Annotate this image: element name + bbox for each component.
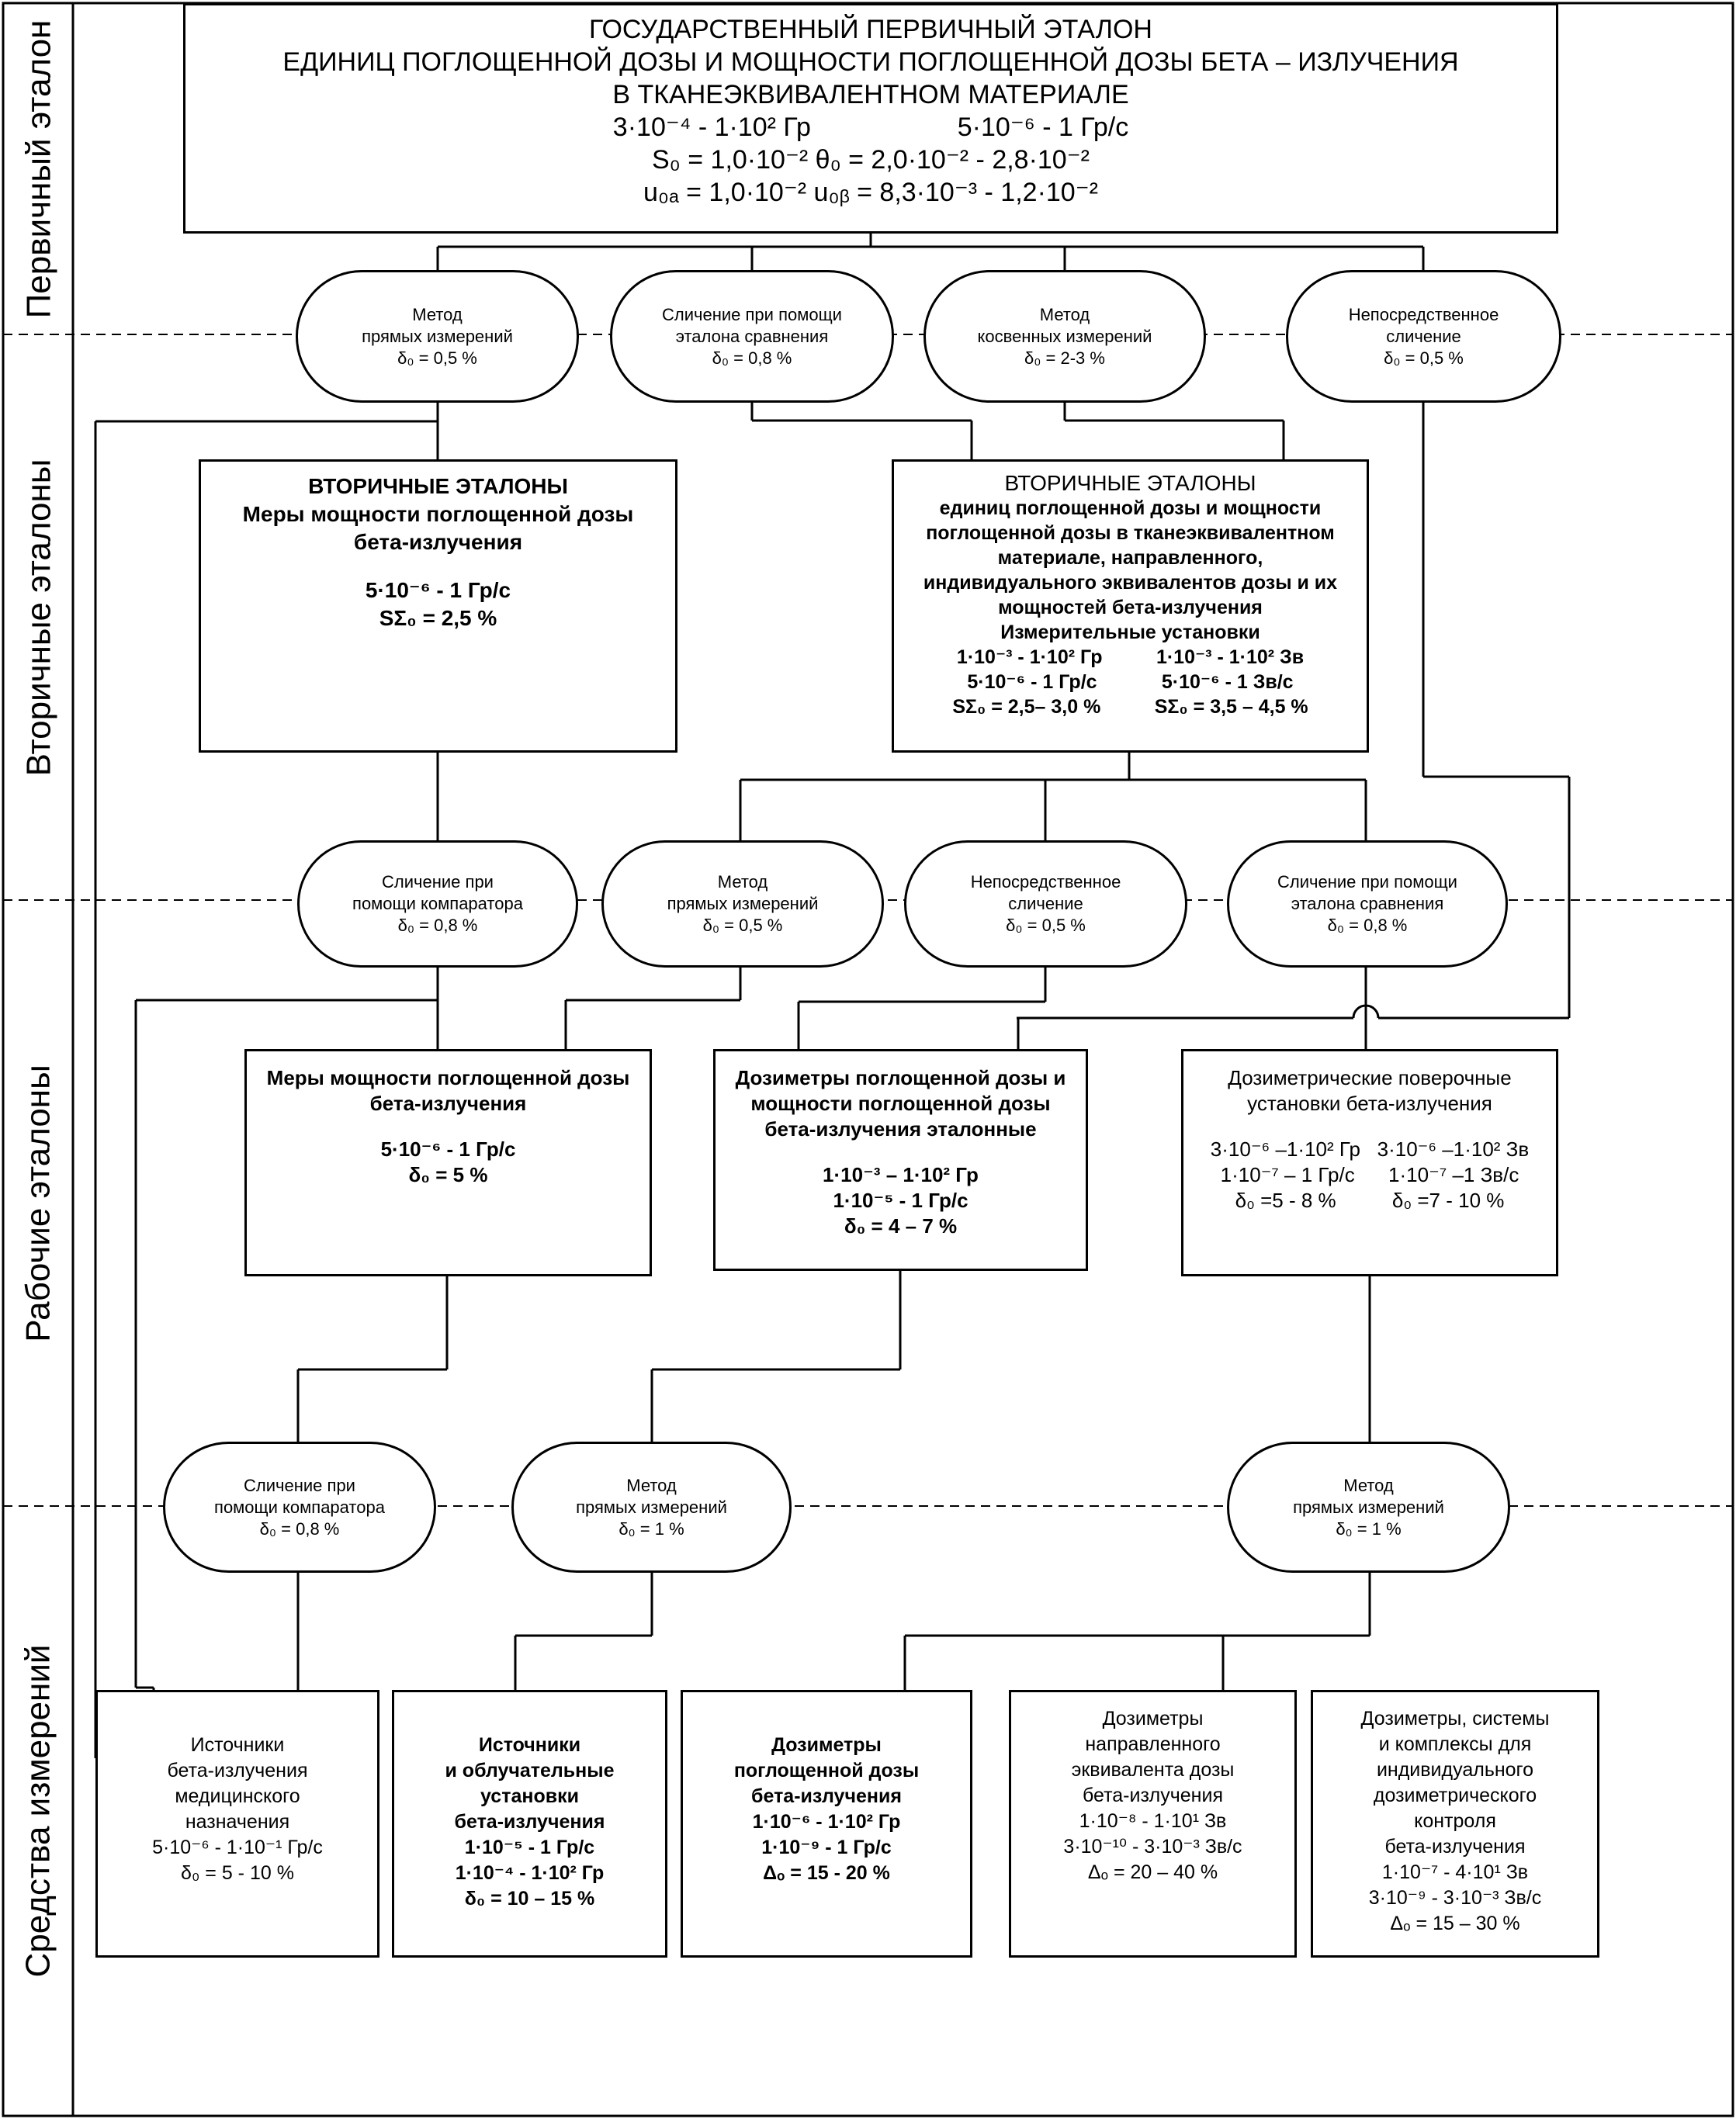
instrument-absorbed-dose-dosimeters: Дозиметры поглощенной дозы бета-излучени… (681, 1690, 972, 1958)
primary-u: u₀ₐ = 1,0·10⁻² u₀ᵦ = 8,3·10⁻³ - 1,2·10⁻² (643, 178, 1098, 207)
level-label-primary: Первичный эталон (19, 19, 58, 318)
method-mid-comparator: Сличение при помощи компаратора δ₀ = 0,8… (297, 840, 578, 968)
instrument-medical-sources: Источники бета-излучения медицинского на… (95, 1690, 379, 1958)
secondary-standard-left: ВТОРИЧНЫЕ ЭТАЛОНЫ Меры мощности поглощен… (199, 459, 677, 753)
primary-standard-box: ГОСУДАРСТВЕННЫЙ ПЕРВИЧНЫЙ ЭТАЛОН ЕДИНИЦ … (183, 3, 1558, 234)
working-standard-dosimeters: Дозиметры поглощенной дозы и мощности по… (713, 1049, 1088, 1271)
method-bottom-direct-1: Метод прямых измерений δ₀ = 1 % (511, 1442, 792, 1573)
method-top-direct: Метод прямых измерений δ₀ = 0,5 % (296, 270, 579, 403)
secondary-standard-right: ВТОРИЧНЫЕ ЭТАЛОНЫ единиц поглощенной доз… (892, 459, 1369, 753)
level-label-instruments: Средства измерений (19, 1644, 57, 1978)
primary-range: 3·10⁻⁴ - 1·10² Гр 5·10⁻⁶ - 1 Гр/с (612, 113, 1129, 142)
instrument-individual-dosimetry: Дозиметры, системы и комплексы для индив… (1311, 1690, 1599, 1958)
method-top-comparison-standard: Сличение при помощи эталона сравнения δ₀… (610, 270, 894, 403)
method-mid-direct-comparison: Непосредственное сличение δ₀ = 0,5 % (904, 840, 1187, 968)
instrument-directional-dose-dosimeters: Дозиметры направленного эквивалента дозы… (1009, 1690, 1297, 1958)
level-label-secondary: Вторичные эталоны (19, 459, 58, 776)
primary-title-2: ЕДИНИЦ ПОГЛОЩЕННОЙ ДОЗЫ И МОЩНОСТИ ПОГЛО… (282, 47, 1459, 77)
primary-title-3: В ТКАНЕЭКВИВАЛЕНТНОМ МАТЕРИАЛЕ (612, 80, 1129, 109)
method-mid-direct: Метод прямых измерений δ₀ = 0,5 % (601, 840, 884, 968)
method-bottom-direct-2: Метод прямых измерений δ₀ = 1 % (1227, 1442, 1510, 1573)
method-mid-comparison-standard: Сличение при помощи эталона сравнения δ₀… (1227, 840, 1508, 968)
working-standard-measures: Меры мощности поглощенной дозы бета-излу… (244, 1049, 652, 1276)
level-label-working: Рабочие эталоны (19, 1064, 57, 1342)
instrument-irradiation-sources: Источники и облучательные установки бета… (392, 1690, 667, 1958)
primary-title-1: ГОСУДАРСТВЕННЫЙ ПЕРВИЧНЫЙ ЭТАЛОН (588, 15, 1152, 44)
working-standard-calibration-setups: Дозиметрические поверочные установки бет… (1181, 1049, 1558, 1276)
method-bottom-comparator: Сличение при помощи компаратора δ₀ = 0,8… (163, 1442, 436, 1573)
method-top-direct-comparison: Непосредственное сличение δ₀ = 0,5 % (1286, 270, 1561, 403)
primary-s0: S₀ = 1,0·10⁻² θ₀ = 2,0·10⁻² - 2,8·10⁻² (652, 145, 1090, 175)
method-top-indirect: Метод косвенных измерений δ₀ = 2-3 % (923, 270, 1206, 403)
